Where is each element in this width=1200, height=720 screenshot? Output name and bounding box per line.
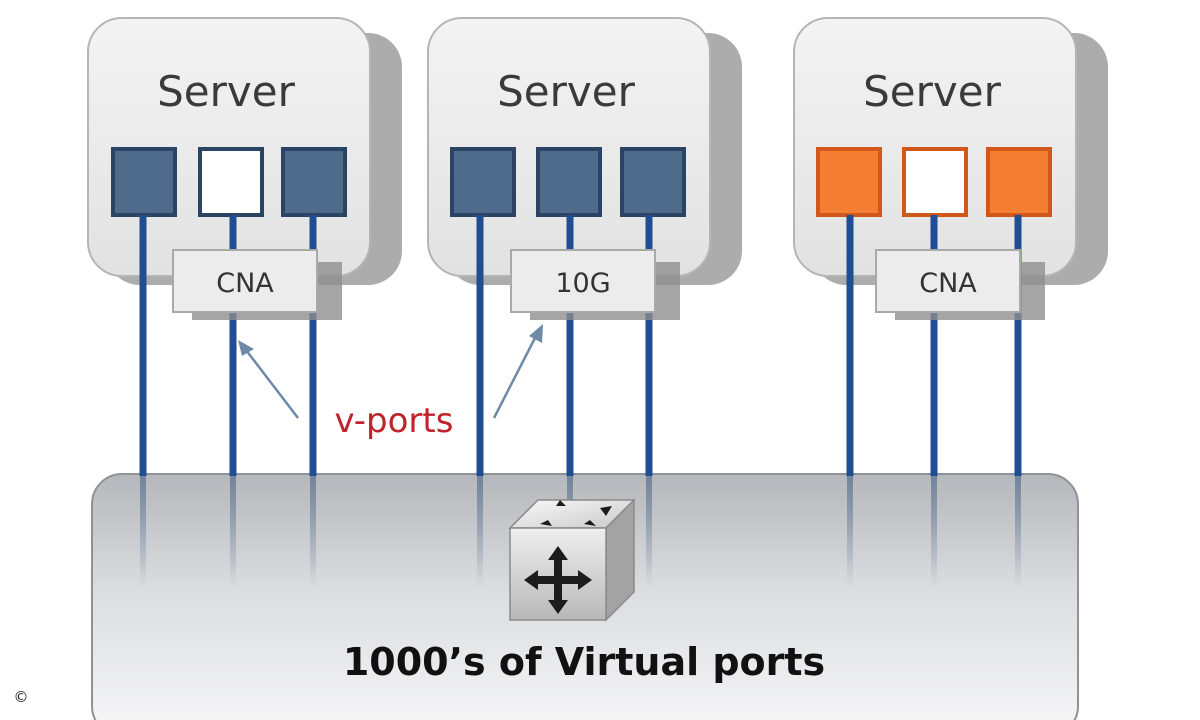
arrowhead-icon: [529, 324, 543, 343]
adapter-3: CNA: [875, 249, 1045, 320]
server-port: [198, 147, 264, 217]
server-port: [902, 147, 968, 217]
adapter-2: 10G: [510, 249, 680, 320]
server-1: Server: [87, 17, 402, 285]
server-port: [816, 147, 882, 217]
adapter-label: CNA: [216, 268, 274, 299]
server-port: [450, 147, 516, 217]
switch-cube-icon: [508, 498, 636, 622]
vports-arrow-left: [238, 340, 299, 419]
adapter-box: [172, 249, 318, 313]
adapter-1: CNA: [172, 249, 342, 320]
vports-label: v-ports: [335, 401, 454, 441]
server-title: Server: [157, 67, 295, 116]
arrowhead-icon: [238, 340, 254, 356]
adapter-label: CNA: [919, 268, 977, 299]
vports-arrow-right: [492, 324, 543, 419]
adapter-box: [875, 249, 1021, 313]
adapter-label: 10G: [555, 268, 610, 299]
server-title: Server: [863, 67, 1001, 116]
server-2: Server: [427, 17, 742, 285]
server-title: Server: [497, 67, 635, 116]
server-port: [536, 147, 602, 217]
copyright-icon: ©: [14, 688, 29, 706]
server-port: [111, 147, 177, 217]
copyright-badge: ©: [7, 682, 35, 710]
switch-label: 1000’s of Virtual ports: [343, 640, 825, 684]
server-port: [986, 147, 1052, 217]
server-3: Server: [793, 17, 1108, 285]
adapter-box: [510, 249, 656, 313]
server-port: [281, 147, 347, 217]
server-port: [620, 147, 686, 217]
